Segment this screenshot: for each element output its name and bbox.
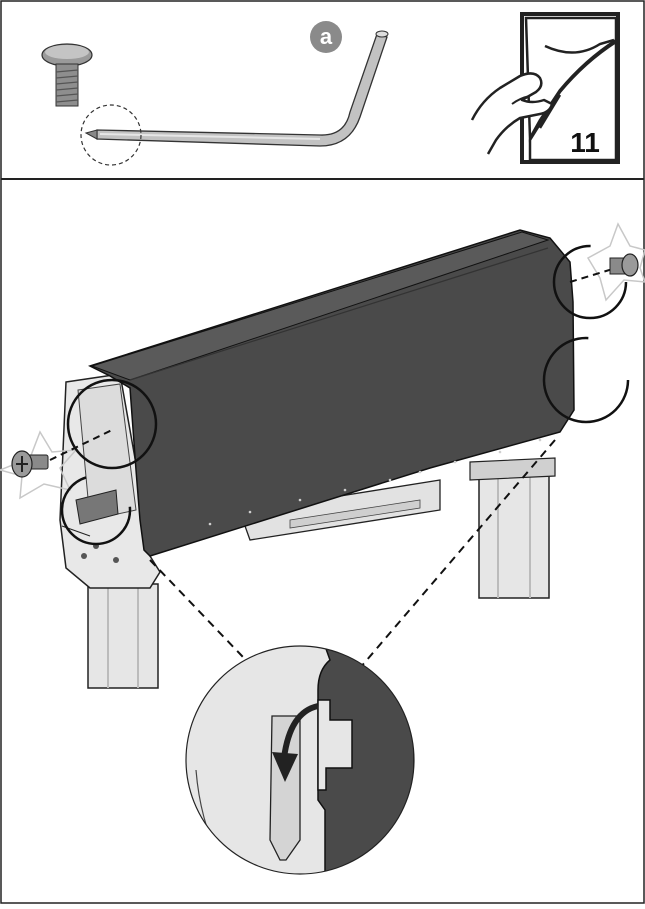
page-reference-number: 11 — [570, 127, 600, 158]
left-end-bracket — [59, 373, 161, 589]
main-panel — [0, 222, 645, 875]
screw-right-callout — [542, 222, 645, 424]
turn-page-icon: 11 — [470, 12, 620, 164]
screw-icon — [41, 43, 93, 107]
hex-key-icon — [80, 30, 389, 166]
cover-panel — [88, 229, 575, 557]
screw-left-callout — [0, 378, 158, 546]
rotate-arrow-icon — [272, 703, 319, 782]
screw-left-icon — [11, 450, 49, 478]
hinge-detail-callout — [185, 645, 415, 875]
screw-right-icon — [609, 253, 639, 277]
header-panel: a 11 — [41, 12, 620, 166]
tool-badge-letter: a — [320, 24, 333, 49]
right-leg — [469, 457, 556, 599]
left-leg — [87, 583, 159, 689]
tool-badge: a — [310, 21, 342, 53]
frame-crossbar — [239, 479, 441, 541]
hex-key-tip-highlight — [80, 104, 142, 166]
